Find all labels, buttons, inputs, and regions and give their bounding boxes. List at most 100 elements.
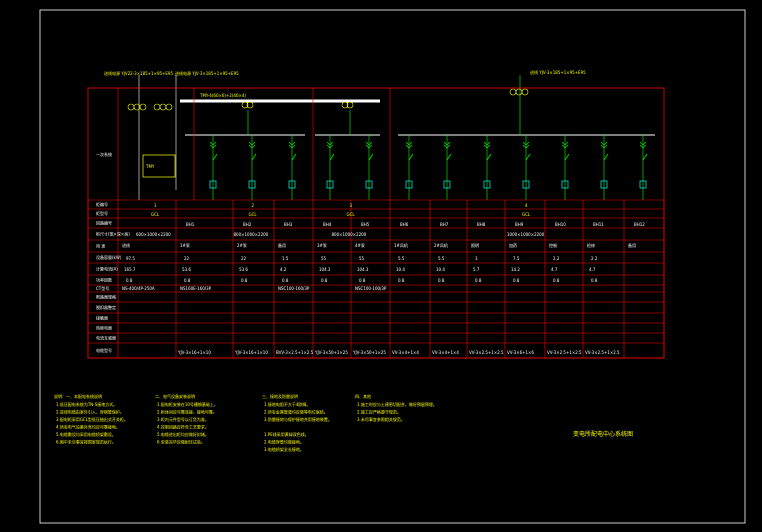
- cable-spec: VV-3×2.5+1×2.5: [585, 350, 620, 355]
- row-label: 回路编号: [96, 220, 112, 226]
- meter-icon: [165, 103, 173, 111]
- cable-spec: YJV-3×16+1×10: [177, 350, 211, 355]
- switch-symbol: [212, 153, 218, 161]
- circuit-use: 检修: [587, 242, 595, 248]
- note-title: 四、其他: [355, 393, 371, 399]
- circuit-power-factor: 0.8: [241, 278, 248, 283]
- circuit-code: BH11: [593, 222, 604, 227]
- circuit-current: 5.7: [473, 267, 480, 272]
- row-label: 计算电流(A): [96, 266, 118, 272]
- circuit-current: 53.6: [239, 267, 248, 272]
- note-line: 3.配电柜采用GCL型低压抽出式开关柜。: [56, 416, 128, 422]
- row-label: 设备容量(kW): [96, 254, 122, 260]
- cabinet-dims: 600×1000×2200: [136, 232, 171, 237]
- note-line: 3.防雷接地与保护接地共用接地装置。: [264, 416, 332, 422]
- cabinet-number: 3: [350, 203, 353, 208]
- breaker-symbol: [600, 141, 608, 149]
- note-title: 二、电气设备安装说明: [155, 393, 195, 399]
- row-label: 接触器: [96, 315, 108, 321]
- breaker-symbol: [209, 141, 217, 149]
- circuit-current: 10.4: [436, 267, 445, 272]
- motor-terminal: [600, 180, 608, 189]
- meter-icon: [515, 88, 523, 96]
- circuit-capacity: 22: [184, 256, 190, 261]
- row-label: 功率因数: [96, 277, 112, 283]
- circuit-capacity: 2.2: [553, 256, 560, 261]
- circuit-current: 4.7: [551, 267, 558, 272]
- breaker-spec: NS160E-160/3P: [180, 286, 212, 291]
- breaker-symbol: [443, 141, 451, 149]
- note-line: 6.图中未尽事宜按国家规范执行。: [56, 439, 116, 445]
- busbars: TMY-4(60×6)+2(40×4): [180, 93, 655, 136]
- section-label: 一次系统: [96, 151, 112, 157]
- note-line: 3.柜内元件型号以订货为准。: [157, 416, 209, 422]
- breaker-symbol: [405, 141, 413, 149]
- switch-symbol: [291, 153, 297, 161]
- circuit-use: 1#风机: [394, 242, 408, 248]
- circuit-power-factor: 0.8: [513, 278, 520, 283]
- circuit-use: 加药: [509, 242, 517, 248]
- row-label: 柜型号: [96, 210, 108, 216]
- cable-spec: YJV-3×50+1×25: [314, 350, 348, 355]
- circuit-power-factor: 0.8: [553, 278, 560, 283]
- note-title: 说明：一、本配电系统说明: [54, 393, 102, 399]
- note-line: 3.未尽事宜参照相关规范。: [357, 416, 405, 422]
- circuit-power-factor: 0.8: [398, 278, 405, 283]
- circuit-use: 控制: [549, 242, 557, 248]
- meter-icon: [159, 103, 167, 111]
- cabinet-number: 1: [154, 203, 157, 208]
- circuit-use: 4#泵: [355, 243, 365, 248]
- circuit-power-factor: 0.8: [475, 278, 482, 283]
- circuit-capacity: 22: [241, 256, 247, 261]
- switch-symbol: [525, 153, 531, 161]
- motor-terminal: [365, 180, 373, 189]
- circuit-code: BH7: [440, 222, 449, 227]
- meter-icon: [341, 101, 349, 109]
- motor-terminal: [639, 180, 647, 189]
- circuit-use: 2#风机: [434, 242, 448, 248]
- note-line: 2.电缆穿管均做接地。: [264, 439, 304, 445]
- switch-symbol: [603, 153, 609, 161]
- cabinet-type: GCL: [347, 212, 356, 217]
- note-title: 三、接地及防雷说明: [262, 393, 298, 399]
- circuit-current: 104.3: [357, 267, 369, 272]
- circuit-code: BH10: [555, 222, 566, 227]
- meter-icon: [127, 103, 135, 111]
- circuit-current: 10.4: [396, 267, 405, 272]
- circuit-code: BH1: [186, 222, 195, 227]
- cabinet-number: 4: [525, 203, 528, 208]
- meter-icon: [509, 88, 517, 96]
- row-label: 电缆型号: [96, 347, 112, 353]
- motor-terminal: [326, 180, 334, 189]
- circuit-use: 备用: [628, 242, 636, 248]
- incoming-labels: 进线电源 YJV22-3×185+1×95+E95 进线电源 YJV-3×185…: [104, 69, 586, 76]
- circuit-capacity: 2.2: [591, 256, 598, 261]
- cabinet-type: GCL: [151, 212, 160, 217]
- motor-terminal: [209, 180, 217, 189]
- data-table-grid: [87, 88, 665, 359]
- meter-icon: [153, 103, 161, 111]
- switch-symbol: [329, 153, 335, 161]
- row-label: 脱扣器整定: [96, 304, 116, 310]
- note-line: 1.接地电阻不大于4欧姆。: [264, 401, 310, 407]
- circuit-use: 2#泵: [237, 243, 247, 248]
- meter-icon: [246, 101, 254, 109]
- feeder-branches: [209, 101, 648, 200]
- row-label: 断路器规格: [96, 294, 116, 300]
- circuit-capacity: 5.5: [438, 256, 445, 261]
- note-line: 3.电缆桥架全长接地。: [264, 446, 304, 452]
- motor-terminal: [248, 180, 256, 189]
- transformer-label: TMY: [145, 164, 155, 169]
- cabinet-dims: 1000×1000×2200: [507, 232, 545, 237]
- circuit-capacity: 55: [359, 256, 365, 261]
- breaker-symbol: [365, 141, 373, 149]
- circuit-capacity: 3: [475, 256, 478, 261]
- circuit-current: 53.6: [182, 267, 191, 272]
- breaker-symbol: [483, 141, 491, 149]
- circuit-use: 照明: [471, 243, 479, 248]
- circuit-power-factor: 0.8: [359, 278, 366, 283]
- row-label: 热继电器: [96, 325, 112, 331]
- switch-symbol: [446, 153, 452, 161]
- circuit-capacity: 1.5: [282, 256, 289, 261]
- note-line: 2.进线电缆由室外引入，穿钢管保护。: [56, 409, 124, 415]
